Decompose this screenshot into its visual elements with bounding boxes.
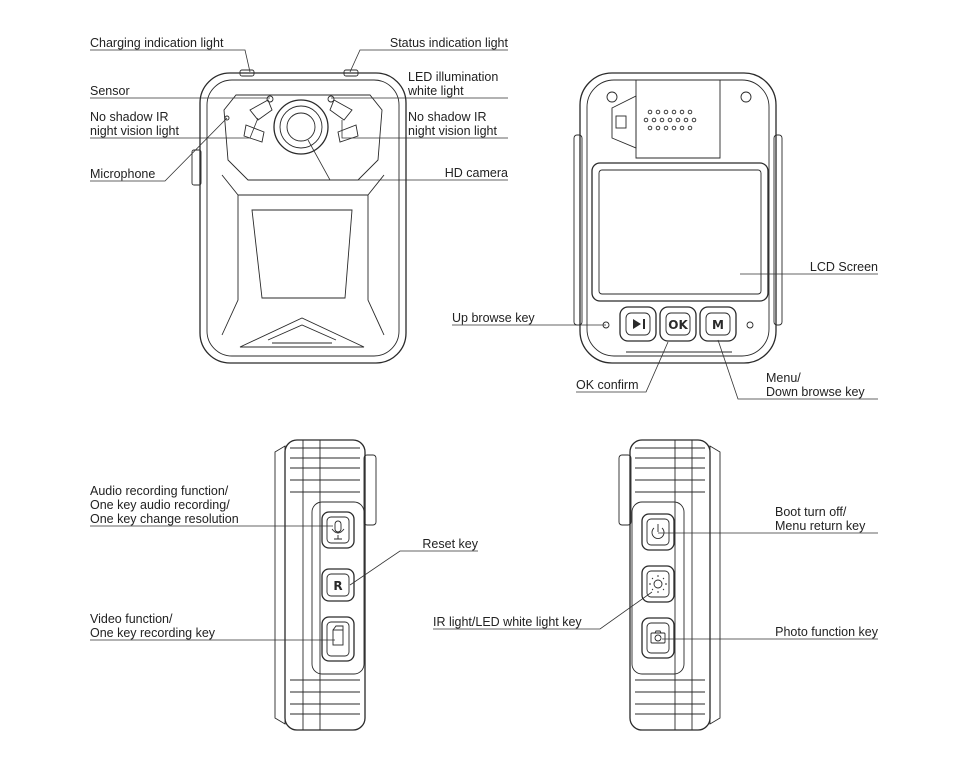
ok-button[interactable]: OK: [659, 306, 697, 342]
label-led-light-line1: LED illumination: [408, 70, 498, 84]
reset-button-label: R: [333, 579, 342, 593]
hd-camera-lens: [273, 99, 329, 155]
ir-led-button[interactable]: [641, 565, 675, 603]
label-ir-right-line2: night vision light: [408, 124, 497, 138]
up-browse-button[interactable]: [619, 306, 657, 342]
label-lcd-screen: LCD Screen: [810, 260, 878, 274]
sensor-dot: [266, 95, 274, 103]
speaker-grille: [643, 109, 697, 131]
label-reset: Reset key: [422, 537, 478, 551]
label-status-light: Status indication light: [390, 36, 509, 50]
front-view: [191, 69, 407, 364]
label-led-light-line2: white light: [407, 84, 464, 98]
label-video-line2: One key recording key: [90, 626, 216, 640]
menu-button[interactable]: M: [699, 306, 737, 342]
callout-lines: [90, 49, 878, 641]
menu-button-label: M: [712, 318, 724, 332]
left-side-view: R: [274, 439, 377, 731]
label-audio-line2: One key audio recording/: [90, 498, 230, 512]
label-hd-camera: HD camera: [445, 166, 508, 180]
label-charging-light: Charging indication light: [90, 36, 224, 50]
label-photo: Photo function key: [775, 625, 879, 639]
label-ir-left-line2: night vision light: [90, 124, 179, 138]
label-ir-led-key: IR light/LED white light key: [433, 615, 582, 629]
ir-window-right: [329, 99, 359, 143]
callout-labels: Charging indication light Status indicat…: [90, 36, 879, 640]
ok-button-label: OK: [668, 318, 688, 332]
label-menu-line2: Down browse key: [766, 385, 865, 399]
right-side-view: [618, 439, 721, 731]
label-video-line1: Video function/: [90, 612, 173, 626]
label-boot-line2: Menu return key: [775, 519, 866, 533]
video-button[interactable]: [321, 616, 355, 662]
label-audio-line1: Audio recording function/: [90, 484, 229, 498]
led-dot: [327, 95, 335, 103]
label-audio-line3: One key change resolution: [90, 512, 239, 526]
ir-window-left: [243, 99, 273, 143]
label-boot-line1: Boot turn off/: [775, 505, 847, 519]
photo-button[interactable]: [641, 617, 675, 659]
label-up-browse: Up browse key: [452, 311, 535, 325]
label-ir-left-line1: No shadow IR: [90, 110, 169, 124]
microphone-dot: [224, 115, 230, 121]
lcd-screen: [591, 162, 769, 302]
label-ir-right-line1: No shadow IR: [408, 110, 487, 124]
audio-button[interactable]: [321, 511, 355, 549]
back-view: OK M: [573, 72, 783, 364]
label-menu-line1: Menu/: [766, 371, 801, 385]
reset-button[interactable]: R: [321, 568, 355, 602]
label-ok-confirm: OK confirm: [576, 378, 639, 392]
label-sensor: Sensor: [90, 84, 130, 98]
label-microphone: Microphone: [90, 167, 155, 181]
power-button[interactable]: [641, 513, 675, 551]
